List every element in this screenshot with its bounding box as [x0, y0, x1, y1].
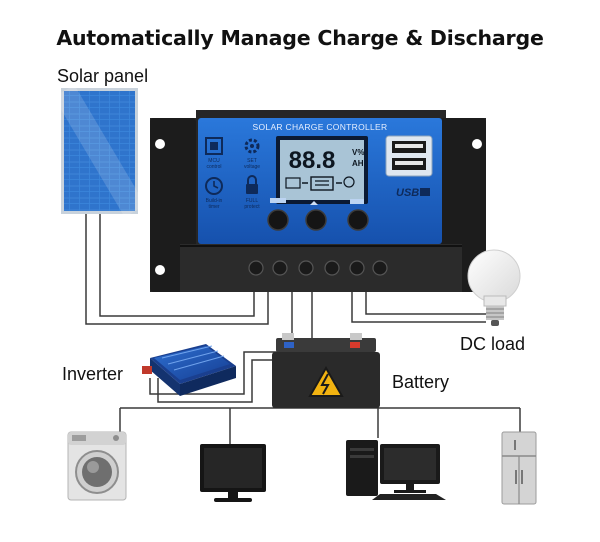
- controller-header: SOLAR CHARGE CONTROLLER: [253, 122, 388, 132]
- lock-icon: [246, 184, 258, 194]
- inverter-icon: [142, 344, 236, 396]
- mcu-label-line1: MCU: [208, 158, 220, 164]
- up-arrow-icon: [310, 201, 318, 205]
- usb-label: USB: [396, 187, 419, 199]
- usb-ports: USB: [385, 135, 433, 199]
- protect-label-line1: FULL: [246, 198, 258, 204]
- lcd-unit-top: V%: [352, 148, 364, 157]
- mcu-label-line2: control: [206, 164, 221, 170]
- protect-label-line2: protect: [244, 204, 260, 210]
- refrigerator-icon: [501, 431, 537, 505]
- controller-buttons: [267, 198, 369, 231]
- diagram-title: Automatically Manage Charge & Discharge: [56, 26, 544, 50]
- warning-icon: [308, 365, 344, 397]
- lcd-bulb-icon: [343, 176, 355, 188]
- set-label-line1: SET: [247, 158, 257, 164]
- lcd-battery-icon: [310, 176, 334, 191]
- lcd-panel-icon: [285, 177, 301, 189]
- battery-icon: [272, 333, 380, 408]
- down-button: [347, 209, 369, 231]
- washing-machine-icon: [67, 431, 127, 501]
- lcd-unit-bottom: AH: [352, 159, 364, 168]
- light-bulb-icon: [467, 249, 521, 326]
- solar-panel: [53, 84, 146, 218]
- up-button: [305, 209, 327, 231]
- lcd-value: 88.8: [289, 147, 336, 174]
- feature-icons: MCU control SET voltage Build-in timer F…: [205, 137, 260, 210]
- timer-label-line1: Build-in: [206, 198, 223, 204]
- dc-load-label: DC load: [460, 334, 526, 354]
- monitor-icon: [200, 444, 266, 502]
- menu-button: [267, 209, 289, 231]
- timer-label-line2: timer: [208, 204, 219, 210]
- mcu-icon: [205, 137, 223, 155]
- gear-icon: [244, 138, 260, 154]
- inverter-label: Inverter: [62, 364, 124, 384]
- terminal-screws: [248, 260, 388, 276]
- lcd-display: 88.8 V% AH: [276, 136, 368, 204]
- battery-label: Battery: [392, 372, 450, 392]
- clock-icon: [205, 177, 223, 195]
- solar-panel-label: Solar panel: [57, 66, 149, 86]
- set-label-line2: voltage: [244, 164, 260, 170]
- desktop-computer-icon: [346, 440, 446, 500]
